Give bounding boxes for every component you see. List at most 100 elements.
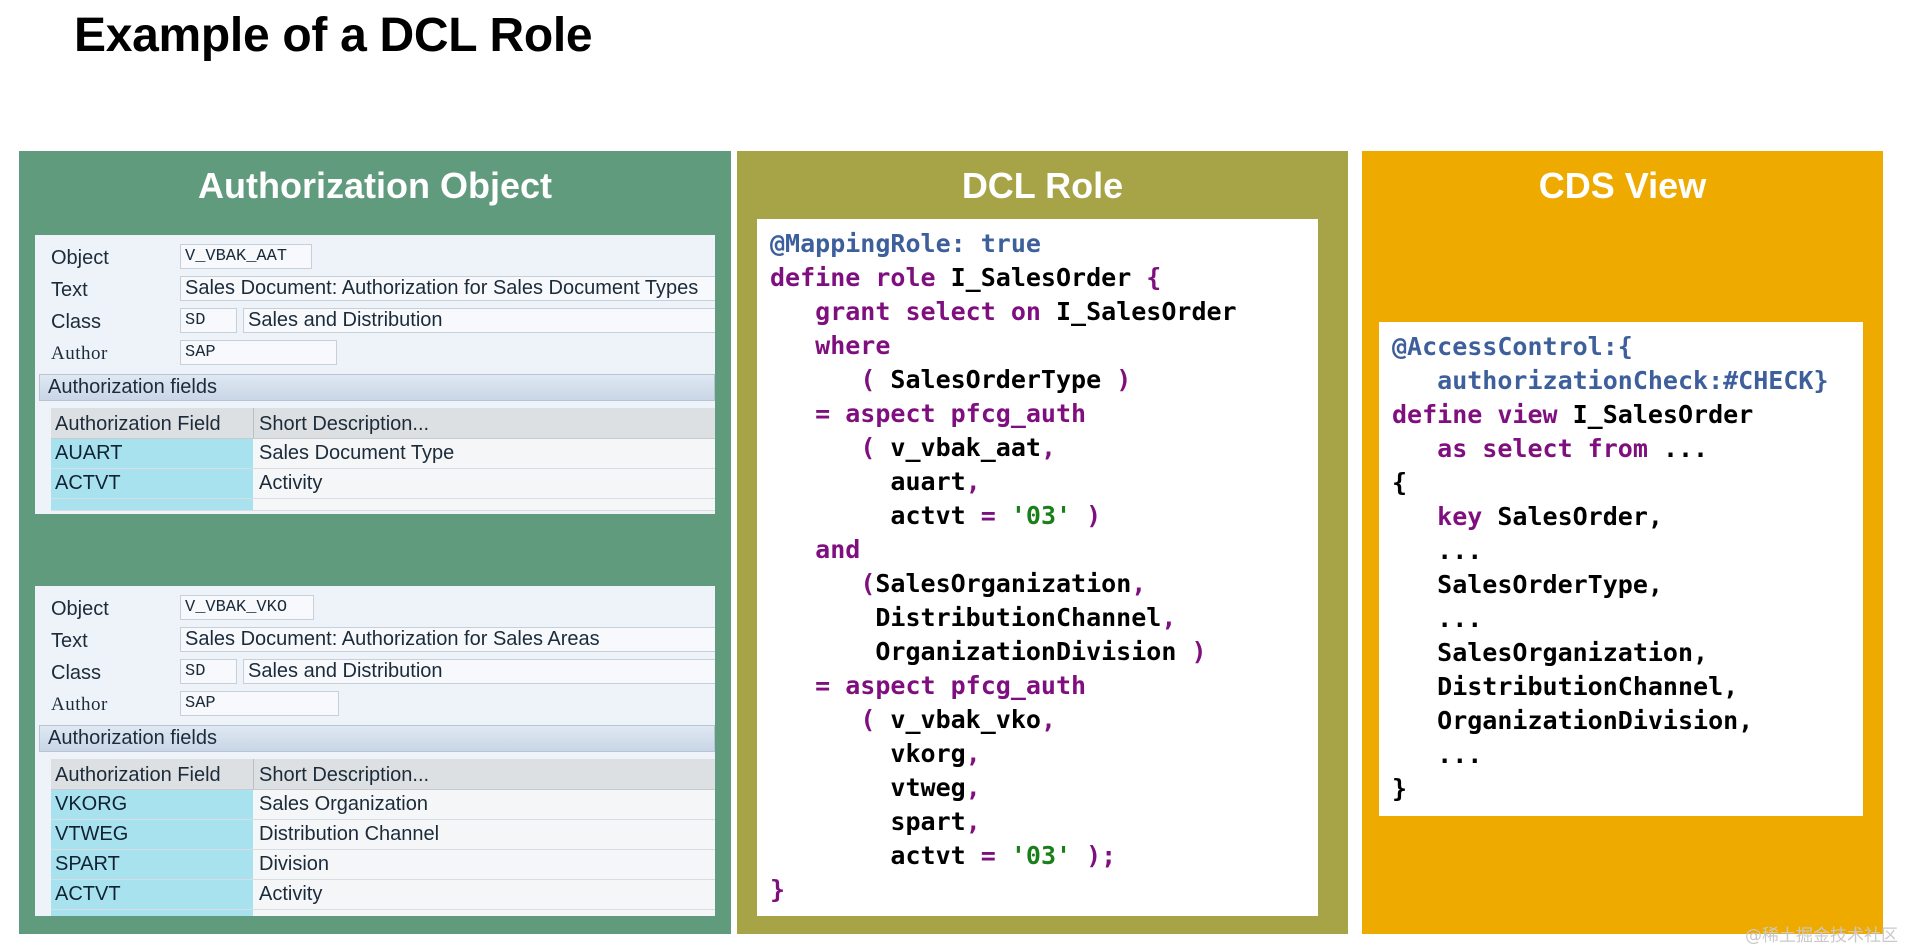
object-field[interactable]: V_VBAK_VKO: [180, 595, 314, 620]
code-token: ...: [1662, 434, 1709, 463]
code-token: as select from: [1437, 434, 1663, 463]
code-token: '03': [1010, 841, 1072, 870]
table-row[interactable]: AUART Sales Document Type: [51, 439, 715, 469]
code-line: authorizationCheck:#CHECK}: [1392, 364, 1863, 398]
table-row[interactable]: ACTVT Activity: [51, 880, 715, 910]
authorization-object-panel: Authorization Object Object V_VBAK_AAT T…: [19, 151, 731, 934]
code-line: SalesOrganization,: [1392, 636, 1863, 670]
column-header-description[interactable]: Short Description...: [259, 413, 430, 435]
code-token: SalesOrder,: [1497, 502, 1663, 531]
description-cell: Activity: [259, 883, 323, 905]
code-line: (SalesOrganization,: [770, 567, 1318, 601]
code-token: vtweg: [890, 773, 966, 802]
code-token: =: [980, 501, 1011, 530]
class-text-field[interactable]: Sales and Distribution: [243, 659, 715, 684]
description-cell: Sales Document Type: [259, 442, 455, 464]
code-token: ,: [965, 807, 981, 836]
class-code-field[interactable]: SD: [180, 308, 237, 333]
table-row[interactable]: ACTVT Activity: [51, 469, 715, 499]
authorization-fields-table: Authorization Field Short Description...…: [51, 759, 715, 916]
column-header-description[interactable]: Short Description...: [259, 764, 430, 786]
column-header-field[interactable]: Authorization Field: [55, 413, 221, 435]
cds-view-code-block: @AccessControl:{ authorizationCheck:#CHE…: [1379, 322, 1863, 816]
code-token: ,: [965, 467, 981, 496]
code-token: (: [860, 433, 891, 462]
code-token: ): [1191, 637, 1207, 666]
code-token: spart: [890, 807, 966, 836]
authorization-fields-section[interactable]: Authorization fields: [39, 374, 715, 401]
code-token: '03': [1010, 501, 1072, 530]
code-token: SalesOrderType: [890, 365, 1117, 394]
code-token: ,: [965, 773, 981, 802]
code-line: key SalesOrder,: [1392, 500, 1863, 534]
table-row[interactable]: VKORG Sales Organization: [51, 790, 715, 820]
code-token: );: [1071, 841, 1117, 870]
code-line: grant select on I_SalesOrder: [770, 295, 1318, 329]
code-token: I_SalesOrder: [1055, 297, 1237, 326]
description-cell: Sales Organization: [259, 793, 428, 815]
code-line: vtweg,: [770, 771, 1318, 805]
author-field[interactable]: SAP: [180, 340, 337, 365]
code-line: @MappingRole: true: [770, 227, 1318, 261]
code-token: (: [860, 569, 876, 598]
auth-object-screen-1: Object V_VBAK_AAT Text Sales Document: A…: [35, 235, 715, 514]
code-token: ...: [1437, 536, 1483, 565]
code-line: = aspect pfcg_auth: [770, 669, 1318, 703]
field-cell: AUART: [51, 439, 253, 468]
object-field[interactable]: V_VBAK_AAT: [180, 244, 312, 269]
field-cell: ACTVT: [51, 880, 253, 909]
code-line: where: [770, 329, 1318, 363]
class-code-field[interactable]: SD: [180, 659, 237, 684]
panel-heading: DCL Role: [961, 165, 1124, 206]
table-row[interactable]: VTWEG Distribution Channel: [51, 820, 715, 850]
code-line: define role I_SalesOrder {: [770, 261, 1318, 295]
dcl-role-code-block: @MappingRole: true define role I_SalesOrd…: [757, 219, 1318, 916]
code-token: {: [1392, 468, 1408, 497]
code-token: v_vbak_aat: [890, 433, 1041, 462]
code-token: define role: [770, 263, 951, 292]
code-line: @AccessControl:{: [1392, 330, 1863, 364]
authorization-fields-table: Authorization Field Short Description...…: [51, 408, 715, 511]
code-token: key: [1437, 502, 1498, 531]
code-line: OrganizationDivision ): [770, 635, 1318, 669]
table-row[interactable]: SPART Division: [51, 850, 715, 880]
code-token: @MappingRole: true: [770, 229, 1041, 258]
code-line: ( SalesOrderType ): [770, 363, 1318, 397]
object-label: Object: [51, 247, 109, 269]
code-token: I_SalesOrder: [1572, 400, 1754, 429]
code-token: }: [770, 875, 786, 904]
panel-heading: CDS View: [1538, 165, 1707, 206]
column-header-field[interactable]: Authorization Field: [55, 764, 221, 786]
dcl-role-panel: DCL Role @MappingRole: true define role I…: [737, 151, 1348, 934]
code-token: auart: [890, 467, 966, 496]
description-cell: Activity: [259, 472, 323, 494]
class-text-field[interactable]: Sales and Distribution: [243, 308, 715, 333]
code-line: vkorg,: [770, 737, 1318, 771]
code-line: }: [1392, 772, 1863, 806]
code-line: OrganizationDivision,: [1392, 704, 1863, 738]
code-line: DistributionChannel,: [770, 601, 1318, 635]
code-token: DistributionChannel: [875, 603, 1162, 632]
field-cell: SPART: [51, 850, 253, 879]
author-field[interactable]: SAP: [180, 691, 339, 716]
text-field[interactable]: Sales Document: Authorization for Sales …: [180, 627, 715, 652]
code-token: =: [980, 841, 1011, 870]
code-token: authorizationCheck:#CHECK}: [1437, 366, 1829, 395]
object-label: Object: [51, 598, 109, 620]
authorization-fields-section[interactable]: Authorization fields: [39, 725, 715, 752]
code-token: ,: [1040, 433, 1056, 462]
code-token: ...: [1437, 740, 1483, 769]
code-line: as select from ...: [1392, 432, 1863, 466]
code-token: ,: [1040, 705, 1056, 734]
code-line: auart,: [770, 465, 1318, 499]
code-token: ): [1071, 501, 1102, 530]
code-line: ...: [1392, 738, 1863, 772]
code-line: actvt = '03' );: [770, 839, 1318, 873]
code-line: and: [770, 533, 1318, 567]
code-line: ...: [1392, 534, 1863, 568]
table-row-empty: [51, 499, 715, 511]
code-token: actvt: [890, 841, 981, 870]
code-token: ...: [1437, 604, 1483, 633]
code-token: OrganizationDivision: [875, 637, 1192, 666]
text-field[interactable]: Sales Document: Authorization for Sales …: [180, 276, 715, 301]
